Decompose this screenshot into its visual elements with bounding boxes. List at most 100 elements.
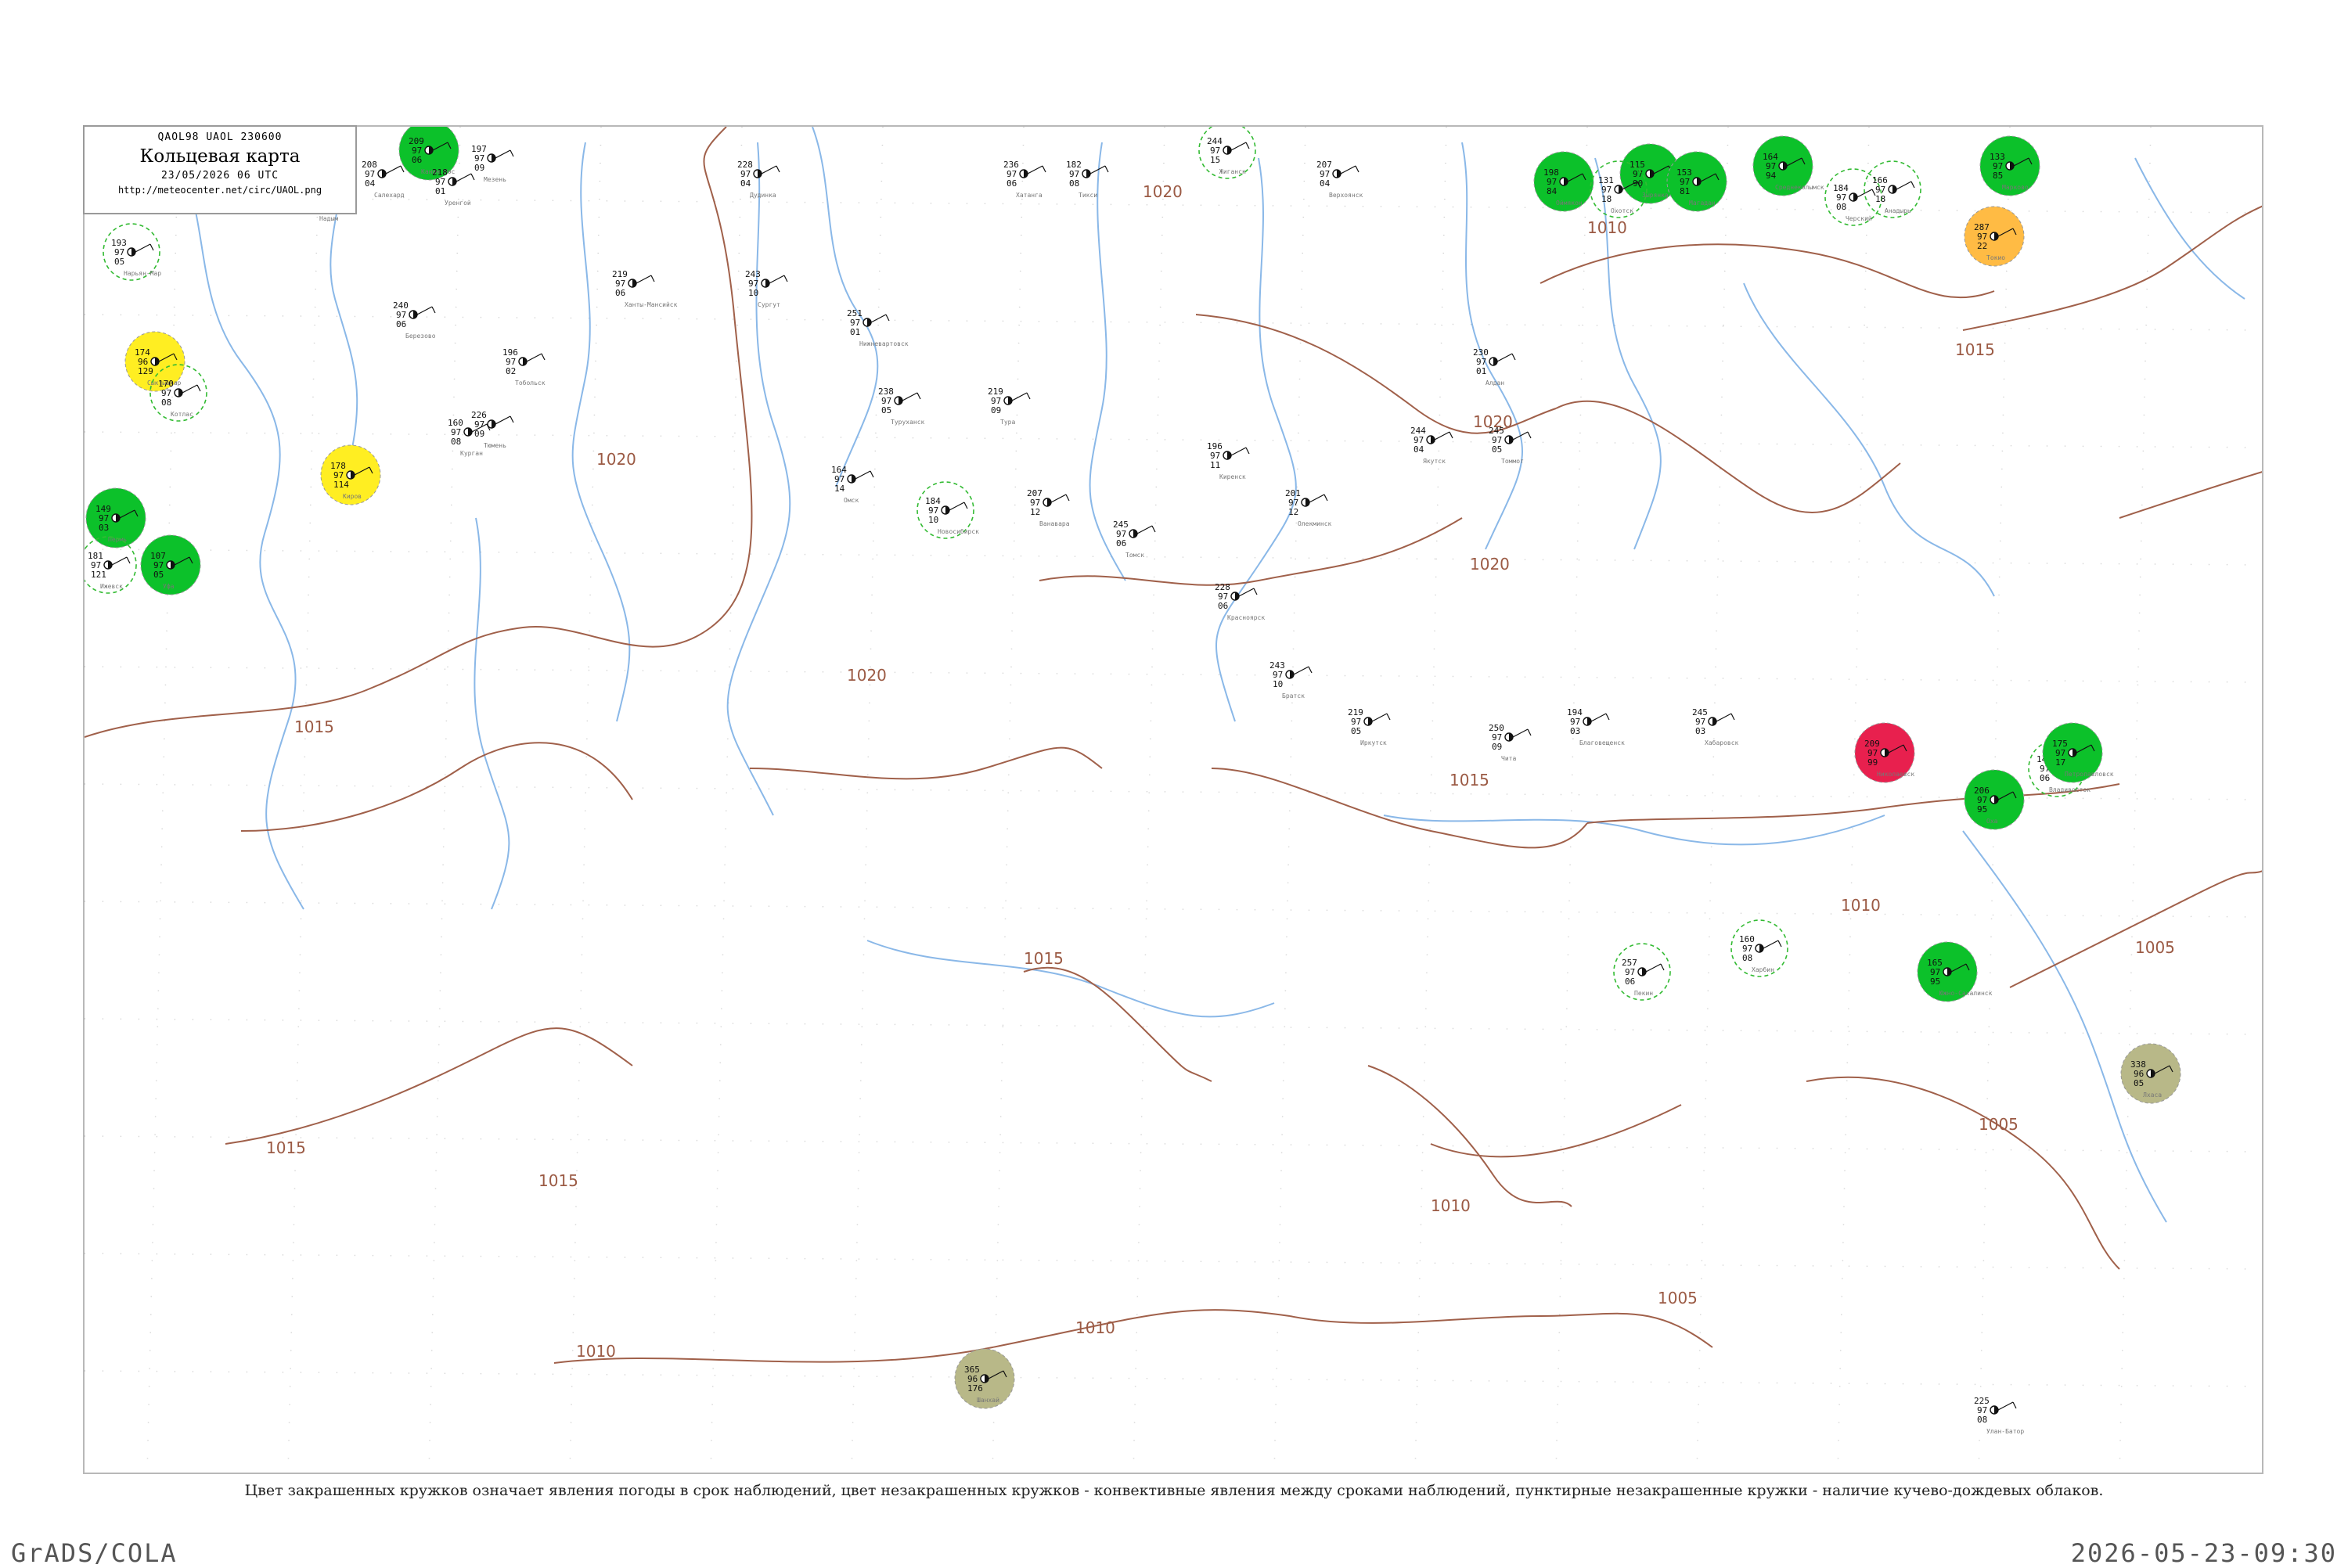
station-dewpoint: 17	[2055, 757, 2065, 768]
station-name: Киров	[343, 493, 362, 500]
cloud-cover-icon	[492, 154, 495, 162]
station-temperature: 165	[1927, 958, 1943, 968]
cloud-cover-icon	[1759, 944, 1763, 952]
cloud-cover-icon	[1587, 717, 1591, 725]
station-pressure: 97	[161, 388, 171, 398]
cloud-cover-icon	[492, 420, 495, 428]
station-temperature: 365	[964, 1365, 980, 1375]
station-name: Уренгой	[445, 200, 471, 207]
station-dewpoint: 08	[161, 397, 171, 408]
map-canvas[interactable]: 1020 1020 1020 1020 1020 1015 1015 1015 …	[85, 127, 2263, 1474]
parallel-line	[85, 1135, 2262, 1153]
station-name: Омск	[844, 497, 859, 504]
station-pressure: 97	[1007, 169, 1017, 179]
meridian-line	[1555, 127, 1588, 1473]
station-pressure: 97	[991, 396, 1001, 406]
station-dewpoint: 05	[1492, 444, 1502, 455]
station-dewpoint: 18	[1601, 194, 1612, 204]
station-temperature: 245	[1489, 426, 1504, 436]
station-name: Чита	[1501, 755, 1516, 762]
meridian-line	[1837, 127, 1870, 1473]
station-dewpoint: 12	[1030, 507, 1040, 517]
meridian-line	[428, 127, 461, 1473]
station-dewpoint: 05	[114, 257, 124, 267]
station-pressure: 97	[1492, 732, 1502, 743]
station-pressure: 97	[1413, 435, 1424, 445]
isobar-label: 1020	[1473, 412, 1513, 431]
station-pressure: 97	[412, 146, 422, 156]
station-temperature: 244	[1410, 426, 1426, 436]
cloud-cover-icon	[2151, 1070, 2155, 1077]
source-url[interactable]: http://meteocenter.net/circ/UAOL.png	[117, 185, 322, 196]
cloud-cover-icon	[1008, 397, 1012, 405]
station-dewpoint: 03	[1570, 726, 1580, 736]
wind-barb-icon	[1011, 392, 1031, 401]
wind-barb-icon	[2076, 744, 2095, 753]
station-dewpoint: 01	[1476, 366, 1486, 376]
station-name: Шанхай	[977, 1397, 999, 1404]
station-pressure: 97	[396, 310, 406, 320]
cloud-cover-icon	[108, 561, 112, 569]
cloud-cover-icon	[1783, 162, 1787, 170]
station-dewpoint: 04	[1413, 444, 1424, 455]
